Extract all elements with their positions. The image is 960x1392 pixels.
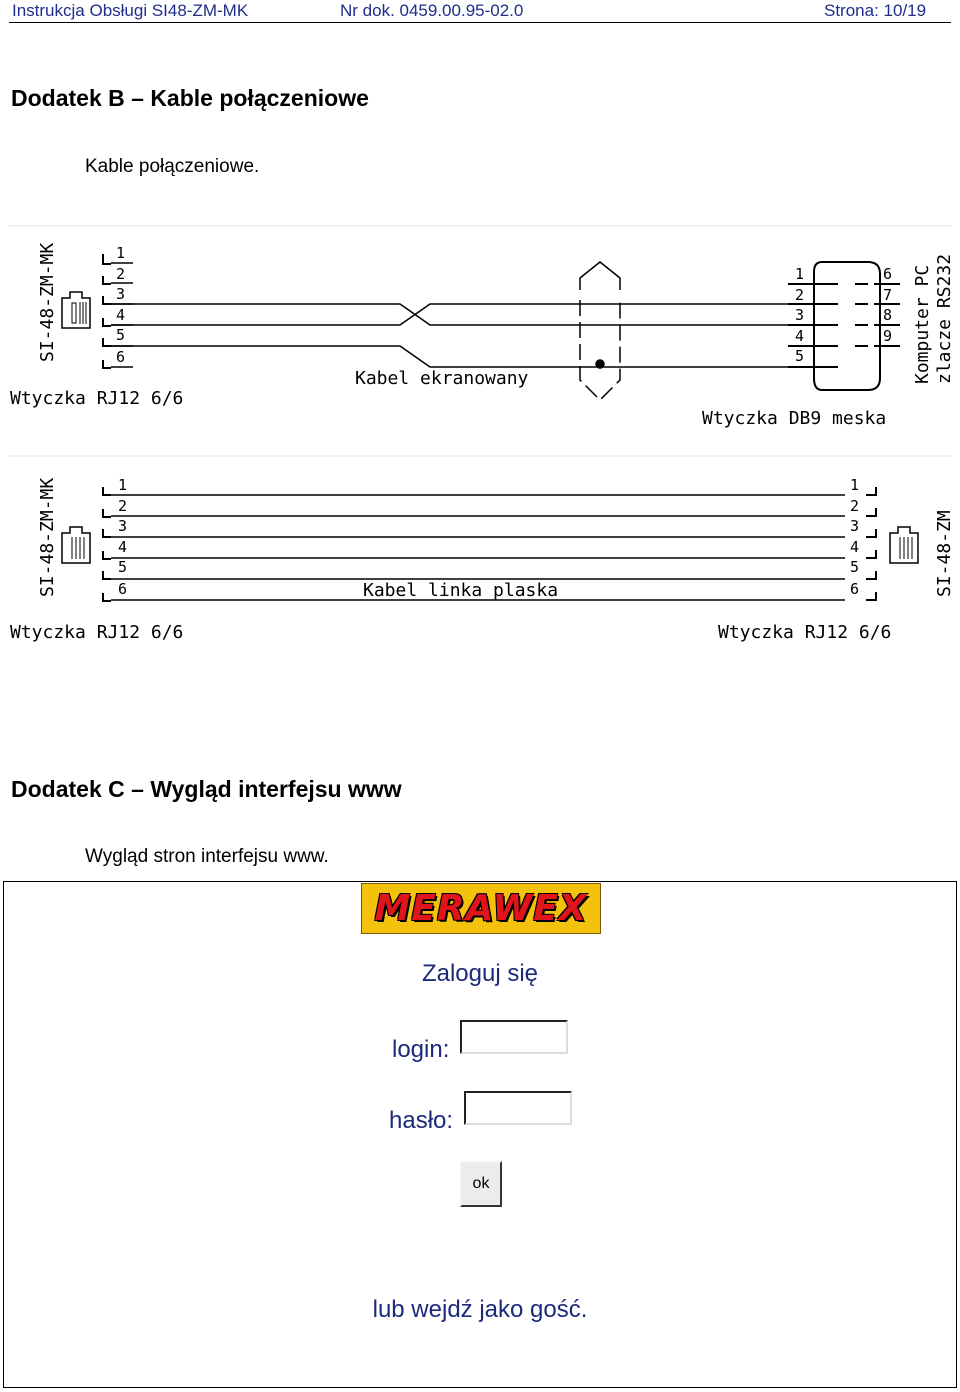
cable-wires — [111, 494, 845, 601]
db9-pin-numbers: 1 2 3 4 5 6 7 8 9 — [795, 265, 892, 365]
pin-label: 2 — [795, 286, 804, 304]
pin-label: 6 — [883, 265, 892, 283]
cable-diagram-flat: SI-48-ZM-MK 1 2 3 4 5 6 1 2 3 4 5 6 SI-4… — [10, 476, 955, 643]
doc-number: Nr dok. 0459.00.95-02.0 — [340, 1, 524, 20]
pin-label: 1 — [795, 265, 804, 283]
appendix-b-heading: Dodatek B – Kable połączeniowe — [11, 85, 369, 111]
left-plug-label: Wtyczka RJ12 6/6 — [10, 388, 183, 409]
rs232-label: zlacze RS232 — [934, 254, 955, 384]
pin-label: 4 — [116, 306, 125, 324]
pin-label: 6 — [118, 580, 127, 598]
password-input[interactable] — [464, 1091, 572, 1125]
rj12-pin-stubs — [102, 254, 111, 369]
cable-diagram-shielded: SI-48-ZM-MK 1 2 3 4 5 6 Kabel ekranowany… — [8, 225, 955, 457]
pin-label: 7 — [883, 286, 892, 304]
pin-label: 6 — [850, 580, 859, 598]
logo-text: MERAWEX — [374, 888, 588, 929]
pin-label: 6 — [116, 348, 125, 366]
appendix-c-heading: Dodatek C – Wygląd interfejsu www — [11, 776, 402, 802]
shield-outline — [579, 261, 621, 402]
pin-label: 8 — [883, 306, 892, 324]
cable-type-label: Kabel ekranowany — [355, 368, 529, 389]
rj12-pin-numbers-right: 1 2 3 4 5 6 — [850, 476, 859, 598]
pin-label: 4 — [795, 327, 804, 345]
right-device-label: SI-48-ZM — [934, 510, 955, 597]
pin-label: 1 — [118, 476, 127, 494]
cable-wires — [111, 262, 810, 368]
password-label: hasło: — [389, 1107, 454, 1134]
pin-label: 2 — [118, 497, 127, 515]
rj12-pin-stubs — [102, 487, 111, 602]
pin-label: 5 — [795, 347, 804, 365]
merawex-logo: MERAWEX — [361, 883, 601, 934]
left-device-label: SI-48-ZM-MK — [37, 478, 58, 597]
pin-label: 5 — [850, 558, 859, 576]
pin-label: 1 — [850, 476, 859, 494]
doc-title: Instrukcja Obsługi SI48-ZM-MK — [12, 1, 249, 20]
appendix-b-caption: Kable połączeniowe. — [85, 156, 260, 177]
pin-label: 3 — [850, 517, 859, 535]
pin-label: 3 — [795, 306, 804, 324]
page-number: Strona: 10/19 — [824, 1, 927, 20]
rj12-pin-stubs-right — [866, 487, 877, 601]
ok-button[interactable]: ok — [460, 1161, 502, 1207]
pin-label: 1 — [116, 244, 125, 262]
pc-label: Komputer PC — [912, 265, 933, 384]
pin-label: 4 — [118, 538, 127, 556]
pin-label: 3 — [118, 517, 127, 535]
pin-label: 5 — [116, 326, 125, 344]
pin-label: 4 — [850, 538, 859, 556]
rj12-socket-icon — [889, 526, 919, 564]
web-login-panel: MERAWEX Zaloguj się login: hasło: ok lub… — [3, 881, 957, 1388]
login-title: Zaloguj się — [421, 960, 539, 987]
login-input[interactable] — [460, 1020, 568, 1054]
guest-login-link[interactable]: lub wejdź jako gość. — [372, 1296, 588, 1323]
pin-label: 3 — [116, 285, 125, 303]
pin-label: 5 — [118, 558, 127, 576]
right-plug-label: Wtyczka RJ12 6/6 — [718, 622, 891, 643]
rj12-socket-icon — [61, 291, 91, 329]
rj12-pin-numbers: 1 2 3 4 5 6 — [118, 476, 127, 598]
pin-label: 9 — [883, 327, 892, 345]
pin-label: 2 — [850, 497, 859, 515]
header-divider — [9, 22, 951, 23]
rj12-pin-numbers: 1 2 3 4 5 6 — [116, 244, 125, 366]
left-device-label: SI-48-ZM-MK — [37, 243, 58, 362]
right-plug-label: Wtyczka DB9 meska — [702, 408, 886, 429]
rj12-socket-icon — [61, 526, 91, 564]
pin-label: 2 — [116, 265, 125, 283]
cable-type-label: Kabel linka plaska — [363, 580, 558, 601]
login-label: login: — [392, 1036, 450, 1063]
appendix-c-caption: Wygląd stron interfejsu www. — [85, 846, 329, 867]
left-plug-label: Wtyczka RJ12 6/6 — [10, 622, 183, 643]
db9-connector-icon — [788, 261, 900, 391]
